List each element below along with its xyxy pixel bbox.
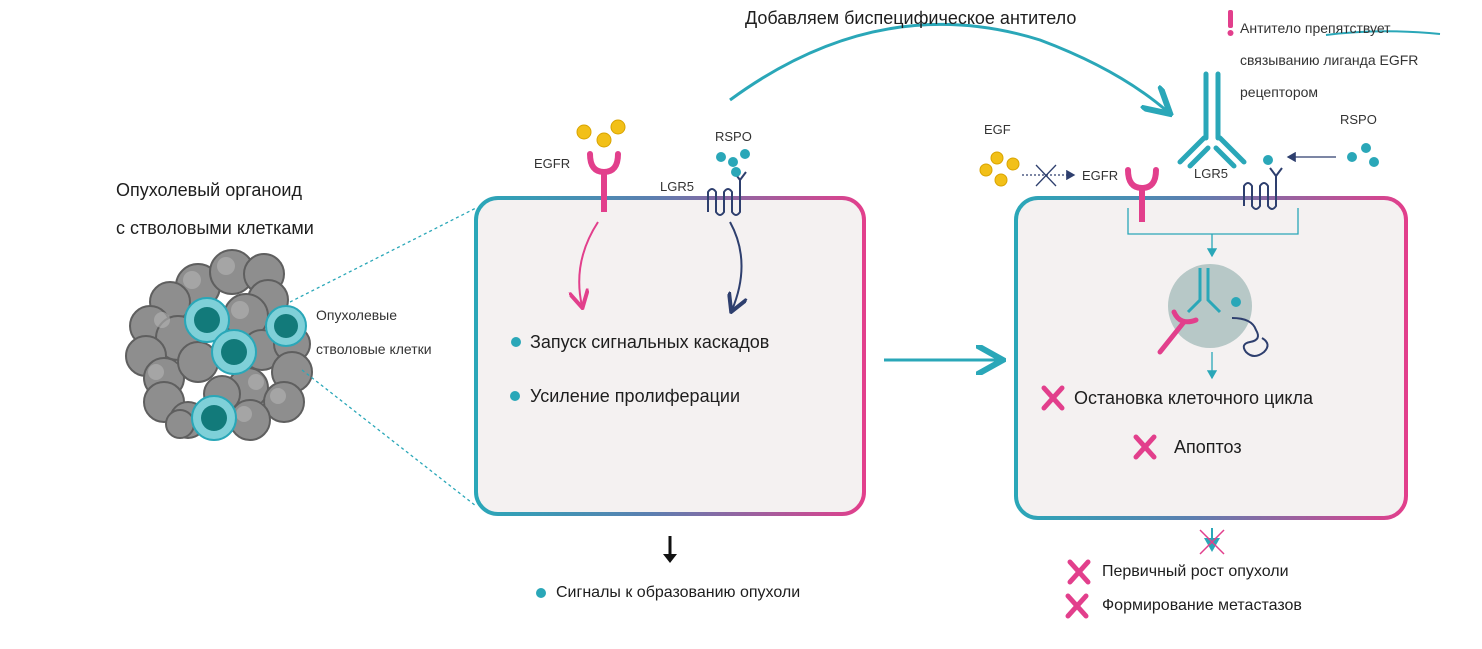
egf-ligand-right: [979, 151, 1020, 187]
stop-cross-icon: [1041, 385, 1157, 619]
bispecific-antibody: [1177, 71, 1247, 169]
stem-cell-label-line1: Опухолевые: [316, 307, 398, 323]
egf-label: EGF: [984, 122, 1011, 137]
convergence-lines: [1127, 208, 1299, 380]
organoid-title-line2: с стволовыми клетками: [116, 218, 314, 238]
egfr-label: EGFR: [534, 156, 571, 171]
bullet-proliferation: Усиление пролиферации: [530, 386, 740, 406]
down-arrow: [663, 536, 677, 563]
blocked-down-arrow: [1199, 528, 1225, 555]
rspo-bound: [1263, 155, 1273, 165]
egfr-label-right: EGFR: [1082, 168, 1119, 183]
tumor-signal-outcome: Сигналы к образованию опухоли: [556, 584, 801, 601]
effect-apoptosis: Апоптоз: [1174, 437, 1242, 457]
egfr-signal-arrow: [579, 221, 599, 306]
lgr5-label: LGR5: [660, 179, 694, 194]
effect-cell-cycle-arrest: Остановка клеточного цикла: [1074, 388, 1313, 408]
cell-box-before: [474, 196, 866, 516]
add-antibody-arrow: [729, 22, 1168, 112]
bullet-dot: [510, 337, 546, 598]
highlight-underline: [1325, 30, 1441, 36]
stem-cell-label-line2: стволовые клетки: [316, 341, 432, 357]
rspo-ligand-right: [1347, 143, 1379, 167]
lgr5-signal-arrow: [730, 221, 742, 310]
zoom-lines: [289, 207, 477, 507]
lgr5-label-right: LGR5: [1194, 166, 1228, 181]
egf-ligand: [576, 119, 626, 148]
egfr-receptor: [587, 151, 621, 212]
antibody-note-line2: связыванию лиганда EGFR: [1240, 52, 1419, 68]
egfr-receptor-blocked: [1125, 167, 1159, 222]
antibody-note-line3: рецептором: [1240, 84, 1319, 100]
outcome-primary-growth: Первичный рост опухоли: [1102, 563, 1289, 580]
rspo-ligand: [716, 149, 750, 177]
outcome-metastasis: Формирование метастазов: [1102, 597, 1302, 614]
exclamation-icon: [1227, 10, 1234, 36]
lgr5-receptor-right: [1243, 167, 1283, 210]
organoid-title-line1: Опухолевый органоид: [116, 180, 302, 200]
rspo-label: RSPO: [715, 129, 752, 144]
cell-box-after: [1014, 196, 1408, 520]
bullet-signaling-cascades: Запуск сигнальных каскадов: [530, 332, 770, 352]
rspo-label-right: RSPO: [1340, 112, 1377, 127]
blocked-cross: [1035, 164, 1057, 187]
antibody-note-line1: Антитело препятствует: [1240, 20, 1391, 36]
stem-cell: [184, 297, 307, 441]
tumor-organoid: [125, 249, 313, 441]
add-antibody-label: Добавляем биспецифическое антитело: [745, 8, 1077, 28]
receptor-antibody-complex: [1157, 264, 1269, 357]
